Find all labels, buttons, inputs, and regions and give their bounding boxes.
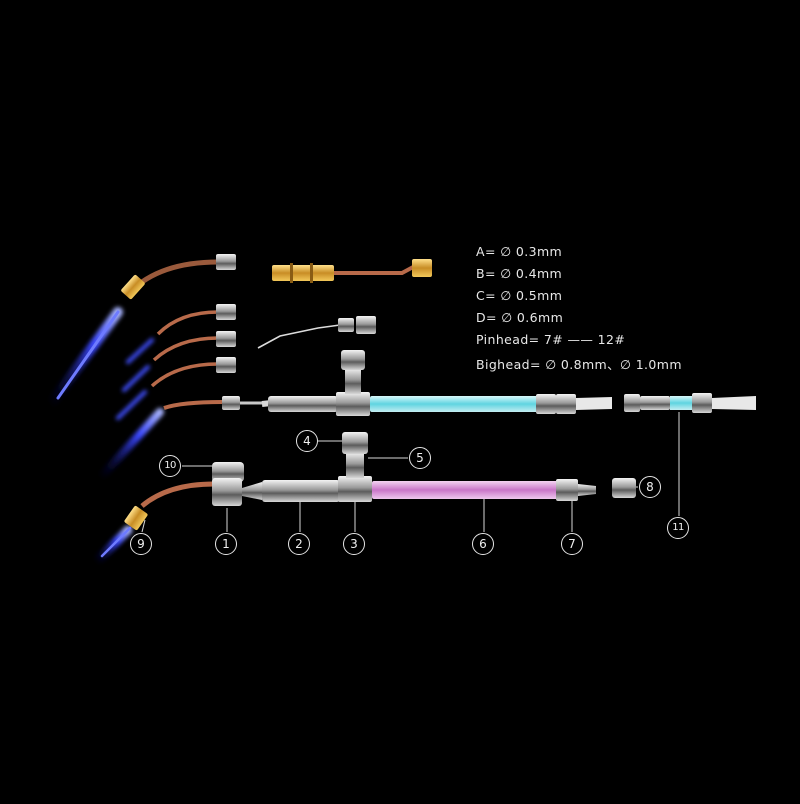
callout-5: 5 [409, 447, 431, 469]
upper-torch-assembly [261, 350, 612, 416]
spec-b: B= ∅ 0.4mm [476, 266, 563, 281]
callout-11: 11 [667, 517, 689, 539]
callout-4: 4 [296, 430, 318, 452]
spec-a: A= ∅ 0.3mm [476, 244, 563, 259]
bighead-nozzle-long [45, 254, 236, 410]
callout-8: 8 [639, 476, 661, 498]
spare-tube-segment [624, 393, 756, 413]
callout-leader-lines [141, 412, 680, 533]
spec-bighead: Bighead= ∅ 0.8mm、∅ 1.0mm [476, 357, 682, 372]
callout-6: 6 [472, 533, 494, 555]
callout-2: 2 [288, 533, 310, 555]
pinhead-nozzle-b [122, 331, 236, 392]
pinhead-nozzle-c [116, 357, 236, 420]
spec-d: D= ∅ 0.6mm [476, 310, 564, 325]
brass-coupling-tube [272, 259, 432, 283]
spec-pinhead: Pinhead= 7# —— 12# [476, 332, 626, 347]
callout-10: 10 [159, 455, 181, 477]
callout-9: 9 [130, 533, 152, 555]
needle-nozzle [257, 316, 376, 349]
callout-7: 7 [561, 533, 583, 555]
callout-3: 3 [343, 533, 365, 555]
lower-torch-assembly [91, 432, 636, 567]
pinhead-nozzle-a [126, 304, 236, 364]
callout-1: 1 [215, 533, 237, 555]
pinhead-nozzle-d [96, 396, 262, 482]
spec-c: C= ∅ 0.5mm [476, 288, 563, 303]
